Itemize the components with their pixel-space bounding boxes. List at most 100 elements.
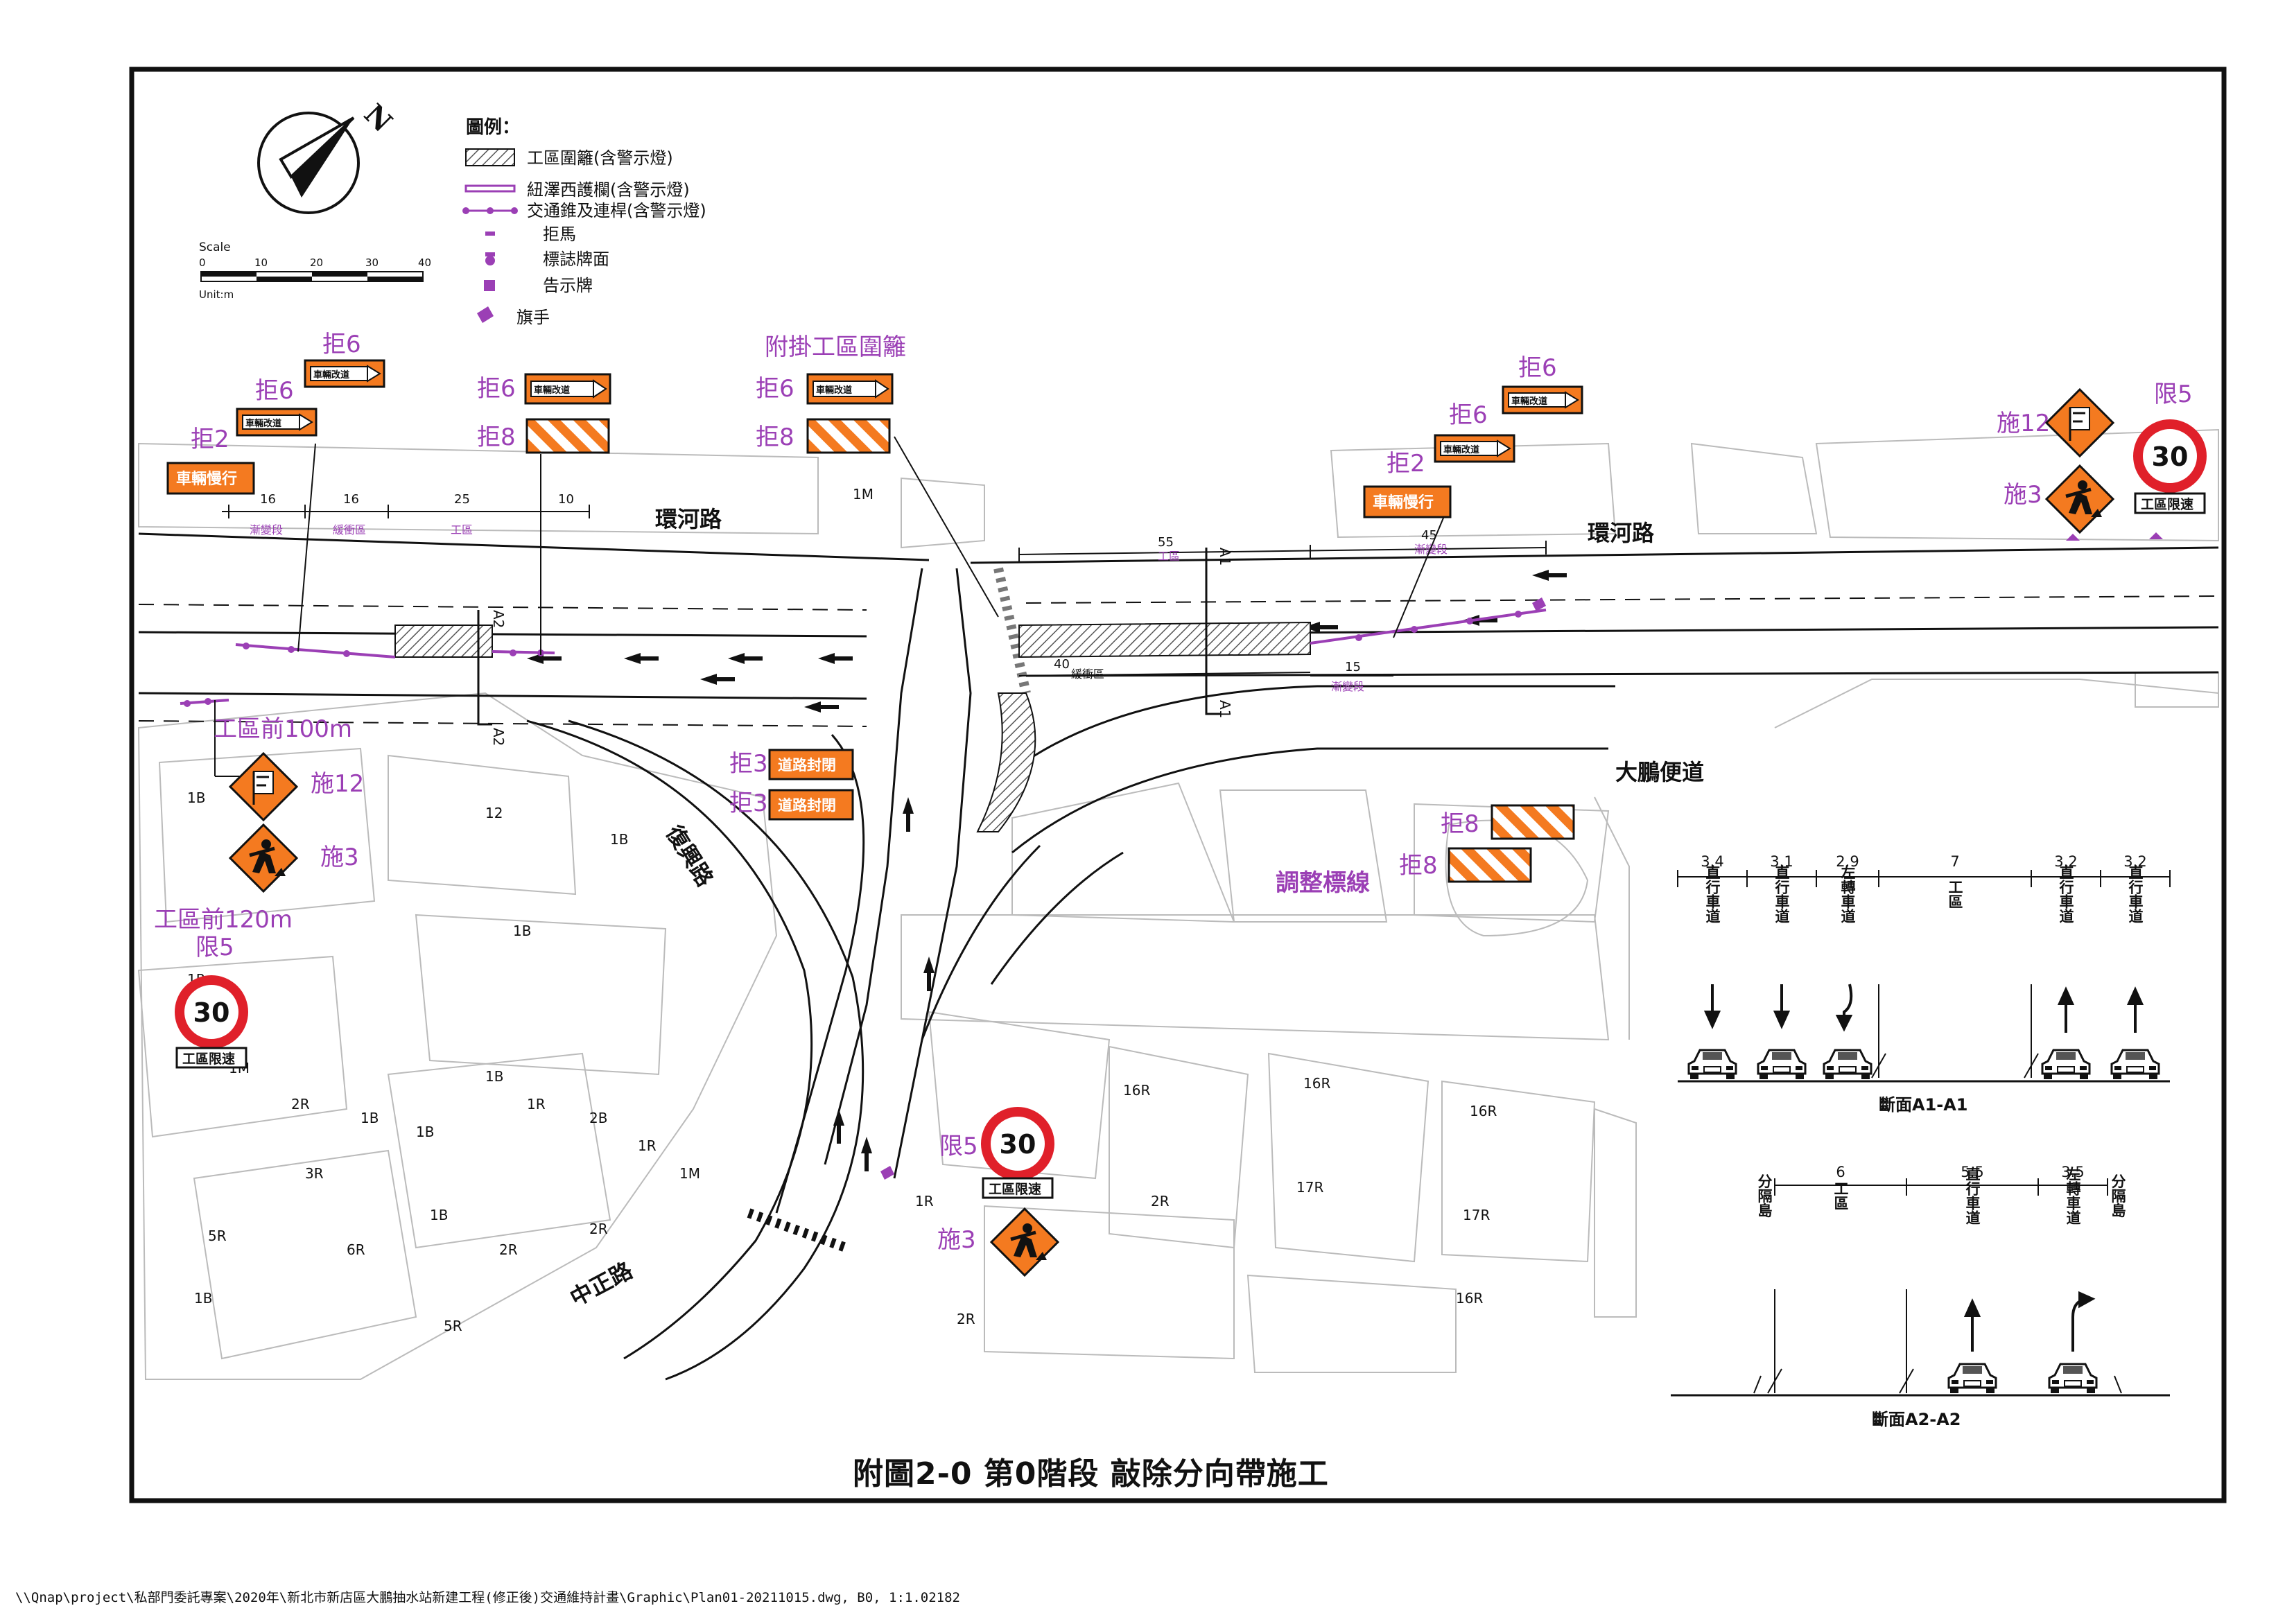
- road-name-dapeng: 大鵬便道: [1615, 759, 1704, 785]
- road-name-huanhe-east: 環河路: [1588, 520, 1655, 546]
- legend-signface: 標誌牌面: [543, 250, 609, 269]
- speed-limit-value-south: 30: [1000, 1129, 1036, 1160]
- sign-group-south: 限5 30 工區限速 施3: [937, 1107, 1058, 1275]
- a1-width-5: 3.2: [2054, 853, 2077, 870]
- north-label: N: [358, 98, 399, 139]
- sheet-frame: [129, 67, 2227, 1503]
- svg-text:6R: 6R: [347, 1241, 365, 1258]
- speed-plate-east: [2134, 492, 2206, 514]
- svg-text:17R: 17R: [1296, 1179, 1323, 1196]
- sign-group-west: 拒6 車輛改道 拒6 車輛改道 拒2 車輛慢行 拒6 車輛改道 拒8: [166, 331, 611, 495]
- svg-text:2B: 2B: [589, 1110, 607, 1126]
- svg-text:5R: 5R: [444, 1318, 462, 1334]
- sign-slow-down-east: [1363, 485, 1452, 518]
- label-ju2-east: 拒2: [1387, 450, 1425, 478]
- a2-width-3: 3.5: [2061, 1164, 2084, 1180]
- a2-title: 斷面A2-A2: [1872, 1410, 1961, 1429]
- section-a1: 3.4 3.1 2.9 7 3.2 3.2 直行車道 直行車道 左轉車道 工區 …: [1677, 853, 2171, 1115]
- roadwork-sign-icon-south: [991, 1209, 1058, 1275]
- legend-swatch-notice: [484, 280, 495, 291]
- svg-text:1R: 1R: [915, 1193, 934, 1210]
- section-cut-lines: [477, 548, 1220, 726]
- road-name-zhongzheng: 中正路: [566, 1257, 637, 1311]
- legend-title: 圖例：: [466, 117, 520, 138]
- section-cut-a1-top: A1: [1217, 548, 1233, 566]
- a2-lane-4: 左轉車道: [2065, 1166, 2081, 1225]
- svg-text:1B: 1B: [187, 789, 205, 806]
- svg-text:漸變段: 漸變段: [1331, 680, 1364, 693]
- a1-width-1: 3.4: [1701, 853, 1723, 870]
- speed-plate-east-text: 工區限速: [2141, 496, 2193, 512]
- legend-fence: 工區圍籬(含警示燈): [527, 148, 673, 168]
- scale-tick-0: 0: [199, 256, 206, 269]
- sign-vehicle-change-4-text: 車輛改道: [816, 385, 852, 396]
- speed-limit-value-west: 30: [193, 997, 230, 1028]
- legend-swatch-barricade: [485, 232, 495, 236]
- work-zone-east: [1018, 621, 1311, 658]
- speed-limit-sign-south: [981, 1107, 1054, 1180]
- scale-bar: Scale 0 10 20 30 40 Unit:m: [199, 241, 431, 301]
- car-icon-a1-5: [2110, 1049, 2160, 1081]
- sign-slow-down-west: [166, 462, 255, 495]
- car-icon-a1-4: [2041, 1049, 2091, 1081]
- label-xian5-south: 限5: [939, 1133, 978, 1160]
- label-ju2-west: 拒2: [191, 426, 229, 453]
- label-ju8-1: 拒8: [477, 424, 516, 451]
- speed-limit-sign-east: [2133, 419, 2207, 493]
- a2-lane-3: 直行車道: [1964, 1167, 1981, 1225]
- a2-width-1: 6: [1836, 1164, 1845, 1180]
- flagger-sign-icon-west: [229, 752, 298, 821]
- sign-barricade-3: [1491, 804, 1575, 840]
- sign-group-southwest: 工區前100m 施12 施3 工區前120m 限5 30 工區限速: [154, 715, 364, 1069]
- road-network: [138, 532, 2219, 1381]
- roadwork-sign-icon-west: [230, 825, 297, 891]
- svg-text:16R: 16R: [1123, 1082, 1150, 1099]
- file-path: \\Qnap\project\私部門委託專案\2020年\新北市新店區大鵬抽水站…: [15, 1590, 960, 1605]
- a1-width-2: 3.1: [1770, 853, 1793, 870]
- label-shi12-east: 施12: [1997, 410, 2050, 437]
- legend-cone: 交通錐及連桿(含警示燈): [527, 201, 706, 220]
- svg-text:工區: 工區: [1158, 550, 1180, 563]
- label-xian5-east: 限5: [2154, 381, 2193, 408]
- a1-lane-2: 直行車道: [1773, 865, 1791, 923]
- sign-vehicle-change-2-text: 車輛改道: [245, 418, 281, 429]
- road-name-fuxing: 復興路: [661, 820, 719, 891]
- svg-text:1B: 1B: [485, 1068, 503, 1085]
- sheet-title: 附圖2-0 第0階段 敲除分向帶施工: [853, 1456, 1329, 1492]
- svg-text:10: 10: [558, 492, 574, 507]
- label-ju6-5: 拒6: [1518, 354, 1557, 382]
- svg-text:16: 16: [343, 492, 359, 507]
- svg-text:16: 16: [260, 492, 276, 507]
- svg-text:2R: 2R: [291, 1096, 310, 1112]
- a2-width-2: 5.5: [1961, 1164, 1983, 1180]
- scale-tick-20: 20: [310, 256, 323, 269]
- label-shi3-west: 施3: [320, 844, 359, 871]
- label-front-120: 工區前120m: [154, 906, 293, 934]
- car-icon-a2-1: [1947, 1363, 1997, 1395]
- section-a2: 6 5.5 3.5 分隔島 工區 直行車道 左轉車道 分隔島 斷面A2-A2: [1671, 1164, 2170, 1429]
- roadwork-sign-icon-east: [2047, 466, 2113, 532]
- label-ju6-1: 拒6: [322, 331, 361, 358]
- svg-text:1B: 1B: [194, 1290, 212, 1307]
- a1-width-6: 3.2: [2123, 853, 2146, 870]
- svg-text:15: 15: [1345, 660, 1361, 674]
- label-ju3-1: 拒3: [729, 750, 768, 778]
- road-name-huanhe-west: 環河路: [655, 506, 722, 532]
- a1-title: 斷面A1-A1: [1879, 1095, 1968, 1115]
- label-shi3-east: 施3: [2004, 481, 2042, 509]
- svg-text:1B: 1B: [416, 1124, 434, 1140]
- sign-barricade-2: [806, 418, 891, 454]
- label-attach-fence: 附掛工區圍籬: [765, 333, 906, 361]
- speed-limit-sign-west: [175, 975, 248, 1049]
- speed-plate-south: [982, 1177, 1054, 1199]
- a1-width-3: 2.9: [1836, 853, 1859, 870]
- label-adjust-marking: 調整標線: [1276, 869, 1370, 897]
- svg-text:1B: 1B: [360, 1110, 379, 1126]
- label-ju8-2: 拒8: [756, 424, 794, 451]
- speed-limit-value-east: 30: [2152, 442, 2189, 472]
- scale-tick-40: 40: [418, 256, 431, 269]
- label-shi3-south: 施3: [937, 1226, 976, 1254]
- a1-lane-5: 直行車道: [2058, 865, 2075, 923]
